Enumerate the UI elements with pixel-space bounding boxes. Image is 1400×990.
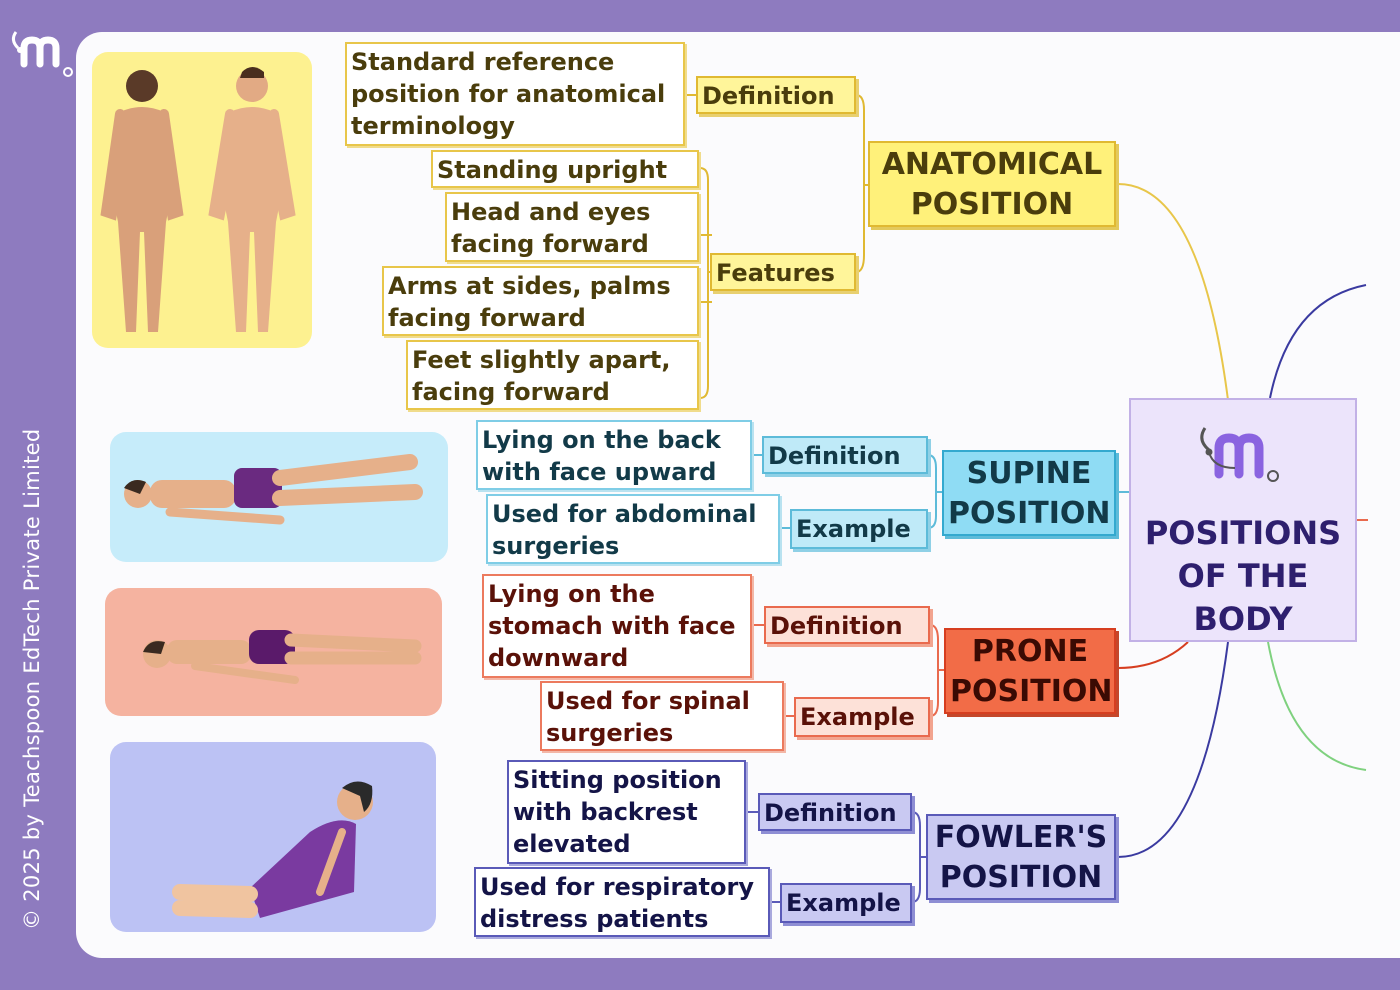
fowler-example-label: Example	[780, 883, 912, 923]
anatomical-definition-label: Definition	[696, 76, 856, 114]
supine-definition-label: Definition	[762, 436, 928, 474]
anatomical-illustration	[92, 52, 312, 348]
anatomical-features-label: Features	[710, 253, 856, 291]
fowler-definition-label: Definition	[758, 793, 912, 831]
central-topic-node[interactable]: POSITIONS OF THE BODY	[1129, 398, 1357, 642]
supine-illustration	[110, 432, 448, 562]
prone-example-text: Used for spinal surgeries	[540, 681, 784, 751]
supine-example-label: Example	[790, 509, 928, 549]
supine-definition-text: Lying on the back with face upward	[476, 420, 752, 490]
fowler-position-node[interactable]: FOWLER'S POSITION	[926, 814, 1116, 900]
anatomical-feature-4: Feet slightly apart, facing forward	[406, 340, 699, 410]
anatomical-position-node[interactable]: ANATOMICAL POSITION	[868, 141, 1116, 227]
prone-illustration	[105, 588, 442, 716]
prone-definition-text: Lying on the stomach with face downward	[482, 574, 752, 678]
supine-example-text: Used for abdominal surgeries	[486, 494, 780, 564]
fowler-illustration	[110, 742, 436, 932]
prone-figure-icon	[143, 630, 422, 684]
supine-figure-icon	[124, 454, 423, 525]
prone-definition-label: Definition	[764, 606, 930, 644]
fowler-example-text: Used for respiratory distress patients	[474, 867, 770, 937]
standing-figures-icon	[100, 67, 296, 332]
anatomical-definition-text: Standard reference position for anatomic…	[345, 42, 685, 146]
brand-logo-icon	[11, 31, 73, 77]
fowler-figure-icon	[172, 781, 373, 918]
fowler-definition-text: Sitting position with backrest elevated	[507, 760, 746, 864]
central-topic-title: POSITIONS OF THE BODY	[1144, 514, 1342, 638]
anatomical-feature-1: Standing upright	[431, 150, 699, 188]
anatomical-feature-3: Arms at sides, palms facing forward	[382, 266, 699, 336]
supine-position-node[interactable]: SUPINE POSITION	[942, 450, 1116, 536]
prone-example-label: Example	[794, 697, 930, 737]
anatomical-feature-2: Head and eyes facing forward	[445, 192, 699, 262]
prone-position-node[interactable]: PRONE POSITION	[944, 628, 1116, 714]
brand-logo-icon	[1200, 427, 1279, 482]
